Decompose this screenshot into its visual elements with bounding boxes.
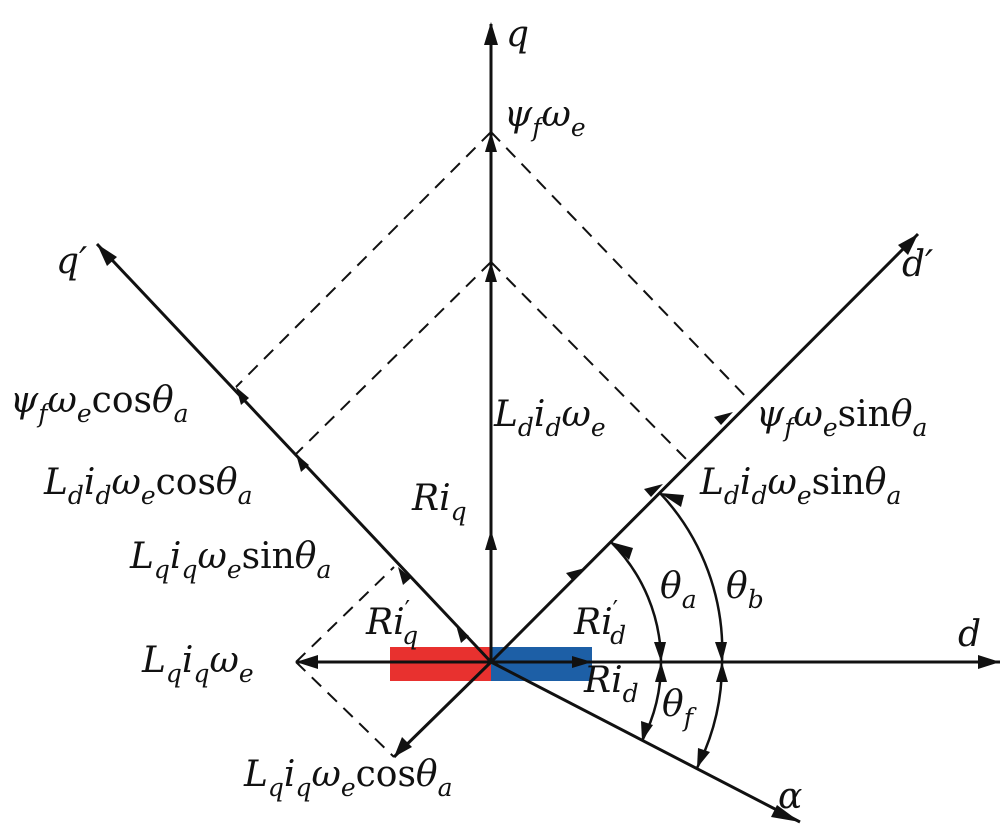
- psi-arrow: [485, 132, 497, 152]
- theta-a-arc-tail: [654, 642, 666, 662]
- d-prime-axis: [489, 232, 920, 664]
- r-iq-label: Riq: [411, 478, 467, 526]
- dp-ri-arrow: [566, 568, 585, 581]
- alpha-axis-label: α: [778, 776, 802, 817]
- d-prime-axis-label: d′: [902, 244, 933, 285]
- d-axis-label: d: [958, 614, 981, 655]
- psi-f-omega-e-label: ψfωe: [504, 94, 586, 142]
- alpha-arrow: [771, 805, 800, 822]
- dash-lq-to-qprime: [295, 566, 395, 663]
- qp-ri-arrow: [456, 625, 469, 643]
- ld-arrow: [485, 262, 497, 282]
- dash-lq-to-cos: [295, 661, 395, 758]
- dash-psi-to-qprime: [235, 131, 492, 388]
- psi-f-omega-e-sin-theta-a-label: ψfωesinθa: [756, 394, 927, 442]
- dp-ld-arrow: [644, 484, 663, 497]
- lq-iq-omega-e-sin-theta-a-label: Lqiqωesinθa: [129, 536, 331, 584]
- psi-f-omega-e-cos-theta-a-label: ψfωecosθa: [10, 380, 189, 428]
- qp-lq-arrow: [398, 567, 411, 585]
- r-id-label: Rid: [583, 660, 639, 708]
- arrowheads: [97, 22, 1000, 822]
- q-prime-axis: [95, 242, 493, 664]
- dp-psi-arrow: [714, 412, 733, 425]
- theta-b-arc-head: [660, 493, 684, 507]
- d-axis-arrow: [978, 655, 1000, 669]
- ri-q-bar: [390, 647, 491, 681]
- theta-a-arc-head: [611, 542, 633, 560]
- theta-b-arc-tail: [715, 642, 727, 662]
- r-iq-prime-label: Ri′q: [365, 596, 418, 650]
- q-prime-axis-label: q′: [56, 241, 87, 282]
- lq-cos-arrow: [394, 737, 412, 757]
- ri-d-arrow: [572, 656, 592, 668]
- theta-f-arc-head: [655, 662, 667, 682]
- theta-f-label: θf: [662, 684, 697, 732]
- ld-id-omega-e-cos-theta-a-label: Ldidωecosθa: [43, 462, 253, 510]
- q-axis-arrow: [484, 22, 498, 45]
- theta-b-arc: [659, 492, 724, 663]
- theta-a-label: θa: [660, 566, 697, 614]
- dash-ld-to-qprime: [295, 261, 492, 455]
- qp-ld-arrow: [296, 454, 309, 472]
- lq-iq-we-cos-vector: [392, 660, 493, 759]
- lq-iq-omega-e-label: Lqiqωe: [141, 640, 254, 688]
- ld-id-omega-e-sin-theta-a-label: Ldidωesinθa: [699, 462, 901, 510]
- lq-iq-omega-e-cos-theta-a-label: Lqiqωecosθa: [243, 754, 453, 802]
- theta-f-arc-tail: [641, 721, 653, 741]
- lq-arrow: [296, 655, 318, 669]
- q-axis-label: q: [506, 14, 529, 55]
- r-id-prime-label: Ri′d: [573, 596, 626, 650]
- theta-b-label: θb: [726, 566, 764, 614]
- ld-id-omega-e-label: Ldidωe: [493, 394, 606, 442]
- d-prime-arrow: [898, 234, 918, 255]
- theta-f-outer-head: [716, 662, 728, 682]
- theta-f-outer-tail: [697, 748, 710, 768]
- ri-q-arrow: [485, 530, 497, 550]
- alpha-axis: [490, 660, 801, 824]
- q-prime-arrow: [97, 244, 117, 266]
- dash-ld-to-dprime: [490, 261, 690, 463]
- qp-psi-arrow: [236, 387, 249, 405]
- dash-psi-to-dprime: [490, 131, 749, 400]
